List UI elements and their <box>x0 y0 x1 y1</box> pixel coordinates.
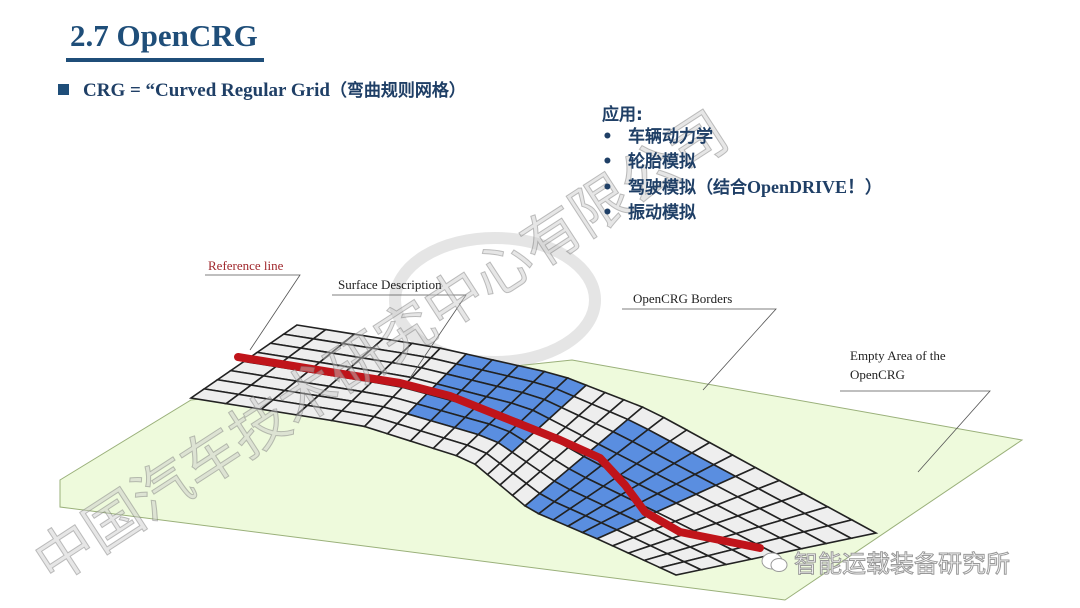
crg-definition-text: CRG = “Curved Regular Grid <box>83 80 330 101</box>
application-text: 车辆动力学 <box>628 127 713 147</box>
surface-grid <box>188 324 879 576</box>
application-item: •驾驶模拟（结合OpenDRIVE！） <box>602 177 883 198</box>
application-item: •车辆动力学 <box>602 127 713 147</box>
wechat-icon <box>761 552 788 572</box>
leader-borders <box>622 308 777 391</box>
application-item: •振动模拟 <box>602 203 696 223</box>
source-watermark-text: 智能运载装备研究所 <box>794 550 1011 579</box>
application-text: 振动模拟 <box>628 203 696 223</box>
leader-surface-description <box>332 294 467 379</box>
application-text: 驾驶模拟（结合 <box>628 178 747 198</box>
square-bullet-icon <box>58 84 69 95</box>
label-surface-description: Surface Description <box>338 277 442 292</box>
application-text: 轮胎模拟 <box>628 152 696 172</box>
label-reference-line: Reference line <box>208 258 284 273</box>
label-borders: OpenCRG Borders <box>633 291 733 306</box>
application-item: •轮胎模拟 <box>602 152 696 172</box>
reference-line <box>234 353 764 552</box>
applications: 应用: •车辆动力学 •轮胎模拟 •驾驶模拟（结合OpenDRIVE！） •振动… <box>602 100 882 226</box>
title-underline <box>66 58 264 62</box>
label-empty-area-line1: Empty Area of the <box>850 348 946 363</box>
label-empty-area-line2: OpenCRG <box>850 367 905 382</box>
application-text-tail: ） <box>865 178 883 198</box>
applications-heading: 应用: <box>602 105 643 125</box>
grid-cell <box>657 560 704 576</box>
crg-definition-cn: （弯曲规则网格） <box>329 81 466 101</box>
crg-definition: CRG = “Curved Regular Grid（弯曲规则网格） <box>58 76 466 102</box>
leader-reference-line <box>205 274 301 351</box>
leader-empty-area <box>840 390 991 473</box>
application-text-latin: OpenDRIVE！ <box>747 177 866 197</box>
page-title: 2.7 OpenCRG <box>70 18 258 53</box>
source-watermark: 智能运载装备研究所 <box>760 544 1011 579</box>
